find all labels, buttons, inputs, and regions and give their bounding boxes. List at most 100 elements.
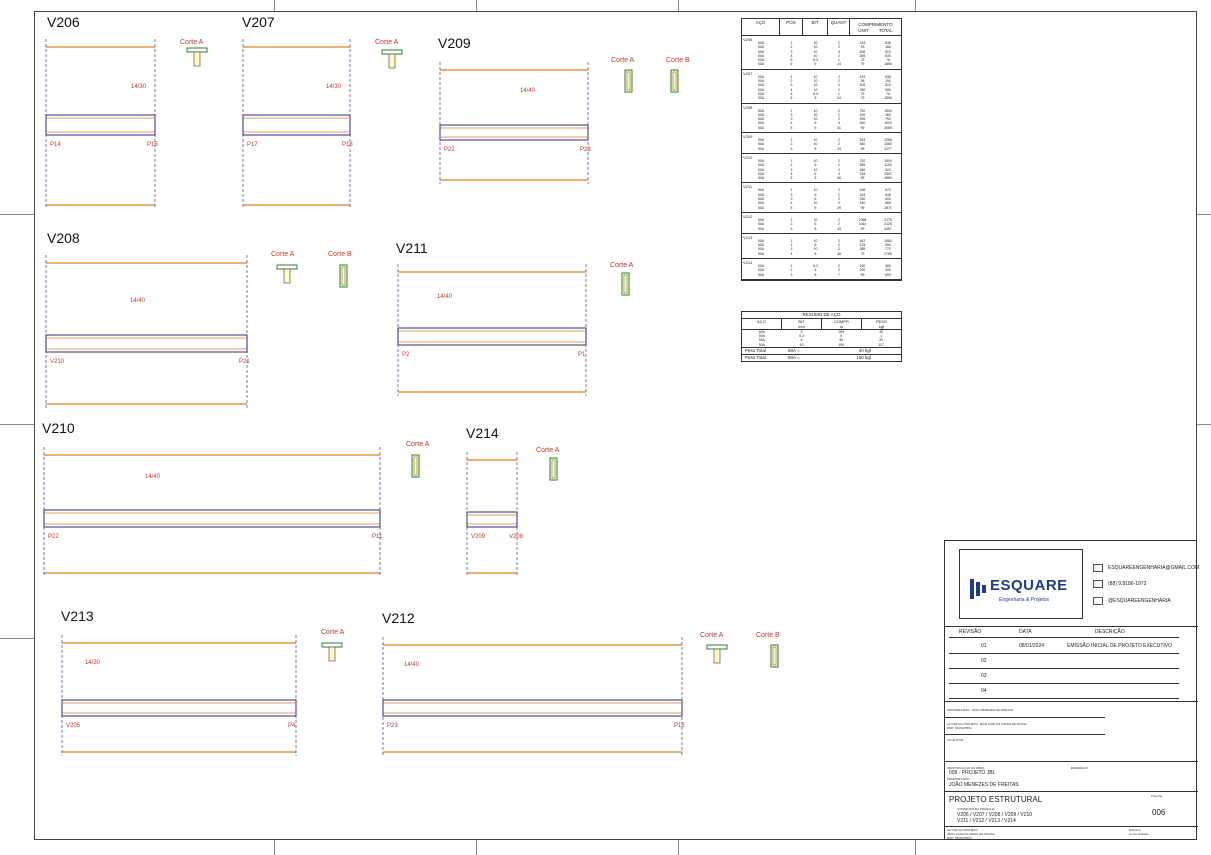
- summary-header: AÇO BIT COMPR PESO mm m kgf: [742, 319, 901, 330]
- steel-cell: 440: [859, 201, 866, 206]
- steel-cell: 405: [859, 83, 866, 88]
- steel-cell: 1896: [884, 62, 892, 67]
- divider: [945, 826, 1198, 827]
- steel-cell: 842: [859, 238, 866, 243]
- steel-cell: 2176: [884, 217, 892, 222]
- summary-unit: [742, 324, 782, 329]
- summary-cell: 260: [838, 330, 845, 334]
- instagram-icon: [1093, 597, 1103, 605]
- work-id-label: IDENTIFICAÇÃO DA OBRA: [947, 766, 985, 770]
- cross-section-icon: [624, 69, 633, 93]
- steel-cell: 3: [838, 83, 840, 88]
- steel-cell: 190: [859, 263, 866, 268]
- divider: [949, 668, 1179, 669]
- steel-cell: 99: [860, 146, 865, 151]
- support-label: P14: [50, 142, 61, 148]
- steel-cell: 1: [790, 138, 793, 143]
- steel-cell: 95: [860, 79, 865, 84]
- border-tick: [476, 0, 477, 11]
- divider: [949, 653, 1179, 654]
- steel-cell: 50A: [757, 41, 765, 45]
- steel-cell: 43: [837, 226, 841, 231]
- contact-email: ESQUAREENGENHARIA@GMAIL.COM: [1093, 564, 1199, 572]
- steel-cell: 4: [790, 171, 793, 176]
- steel-cell: 2871: [884, 205, 892, 210]
- summary-total-50a: Peso Total 50A = 150 kgf: [742, 353, 901, 361]
- steel-cell: 1: [790, 188, 793, 193]
- border-tick: [1197, 424, 1211, 425]
- summary-cell: 6.3: [799, 334, 804, 339]
- support-label: P1: [578, 352, 586, 358]
- steel-cell: 3: [790, 272, 793, 277]
- steel-cell: 50A: [757, 83, 765, 88]
- steel-cell: 50A: [757, 222, 765, 227]
- steel-cell: 838: [885, 74, 891, 79]
- steel-cell: 2: [838, 41, 840, 45]
- steel-cell: 50A: [757, 96, 765, 101]
- section-size-label: 14/40: [404, 662, 420, 668]
- steel-cell: 770: [885, 247, 891, 252]
- steel-cell: 2: [790, 163, 793, 168]
- border-tick: [274, 0, 275, 11]
- steel-cell: 10: [813, 142, 818, 147]
- steel-cell: 10: [813, 188, 818, 193]
- steel-cell: 1088: [858, 217, 867, 222]
- cross-section-icon: [621, 272, 630, 296]
- support-label: P23: [580, 147, 591, 153]
- cross-section-icon: [276, 264, 298, 284]
- steel-cell: 10: [813, 217, 818, 222]
- steel-cell: 648: [885, 192, 891, 197]
- steel-cell: 1: [790, 41, 793, 45]
- summary-cell: 50A: [758, 334, 765, 339]
- steel-cell: 50A: [757, 201, 765, 206]
- steel-group-label: V211: [743, 184, 753, 190]
- project-title: PROJETO ESTRUTURAL: [949, 795, 1043, 804]
- total-label: TOTAL: [878, 28, 893, 33]
- beam-title: V213: [61, 608, 94, 624]
- steel-cell: 3: [790, 83, 793, 88]
- section-size-label: 14/40: [130, 298, 146, 304]
- cross-section-icon: [381, 49, 403, 69]
- esquare-logo-icon: [970, 579, 986, 599]
- summary-cell: 1: [880, 334, 883, 339]
- section-label: Corte B: [756, 632, 780, 639]
- steel-cell: 1064: [858, 222, 867, 227]
- border-tick: [678, 0, 679, 11]
- address-label: ENDEREÇO: [1071, 766, 1089, 770]
- unit-label: UNIT: [858, 28, 869, 33]
- beam-title: V209: [438, 35, 471, 51]
- steel-cell: 4: [790, 87, 793, 92]
- steel-cell: 50A: [757, 49, 765, 54]
- support-label: V209: [471, 534, 486, 540]
- total-grade: 50A =: [788, 354, 800, 360]
- steel-cell: 2: [838, 74, 840, 79]
- steel-cell: 460: [859, 167, 866, 172]
- col-comprimento: COMPRIMENTO UNIT TOTAL: [850, 19, 901, 35]
- steel-cell: 10: [813, 117, 818, 122]
- steel-cell: 1504: [884, 108, 892, 113]
- content-label: CONTEÚDO DA PRANCHA: [957, 807, 995, 811]
- border-tick: [274, 840, 275, 855]
- section-label: Corte A: [611, 57, 635, 64]
- col-bit: BIT: [803, 19, 828, 35]
- steel-cell: 4: [790, 201, 793, 206]
- steel-cell: 50A: [757, 112, 765, 117]
- summary-cell: 5: [800, 330, 803, 334]
- steel-cell: 50A: [757, 142, 765, 147]
- steel-cell: 50A: [757, 58, 765, 63]
- steel-cell: 79: [860, 251, 865, 256]
- beam-title: V206: [47, 14, 80, 30]
- steel-group-label: V209: [743, 134, 753, 140]
